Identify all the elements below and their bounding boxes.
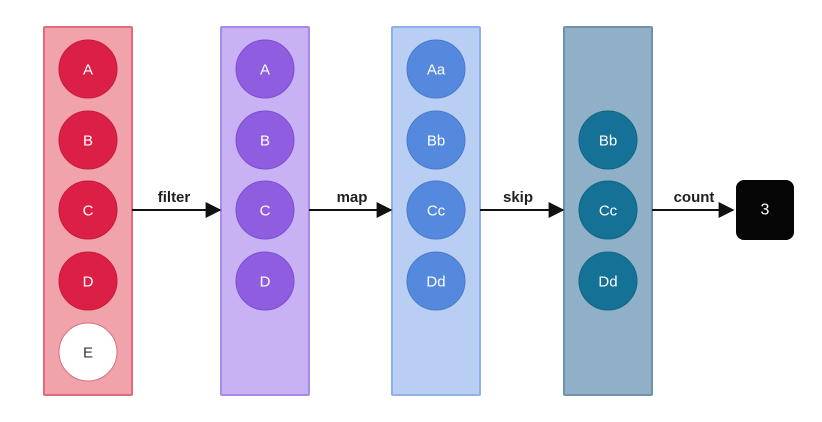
source-item-c: C xyxy=(58,180,118,240)
source-item-d: D xyxy=(58,251,118,311)
filter-result-circle-b xyxy=(235,110,295,170)
skip-arrow: skip xyxy=(480,189,565,218)
skip-result-item-bb: Bb xyxy=(578,110,638,170)
skip-result-item-cc: Cc xyxy=(578,180,638,240)
filter-result-item-a: A xyxy=(235,39,295,99)
filter-result-item-d: D xyxy=(235,251,295,311)
map-result-circle-cc xyxy=(406,180,466,240)
filter-result-label-d: D xyxy=(260,274,271,291)
map-result-circle-aa xyxy=(406,39,466,99)
source-circle-b xyxy=(58,110,118,170)
count-result-value: 3 xyxy=(761,202,770,219)
map-result-circle-bb xyxy=(406,110,466,170)
source-circle-a xyxy=(58,39,118,99)
map-result-item-dd: Dd xyxy=(406,251,466,311)
skip-result-circle-cc xyxy=(578,180,638,240)
skip-result-label-dd: Dd xyxy=(598,274,617,291)
skip-result-circle-dd xyxy=(578,251,638,311)
map-label: map xyxy=(337,189,368,206)
skip-result-label-bb: Bb xyxy=(599,133,617,150)
skip-label: skip xyxy=(503,189,533,206)
filter-result-item-b: B xyxy=(235,110,295,170)
source-label-c: C xyxy=(83,203,94,220)
source-label-e: E xyxy=(83,345,93,362)
filter-result-circle-c xyxy=(235,180,295,240)
map-result-label-cc: Cc xyxy=(427,203,446,220)
skip-result-item-dd: Dd xyxy=(578,251,638,311)
map-result-item-bb: Bb xyxy=(406,110,466,170)
source-circle-c xyxy=(58,180,118,240)
source-label-a: A xyxy=(83,62,93,79)
map-result-label-bb: Bb xyxy=(427,133,445,150)
source-label-d: D xyxy=(83,274,94,291)
count-result-box xyxy=(736,180,794,240)
filter-arrow: filter xyxy=(132,189,222,218)
count-arrow: count xyxy=(652,189,735,218)
map-result-label-dd: Dd xyxy=(426,274,445,291)
source-label-b: B xyxy=(83,133,93,150)
source-circle-d xyxy=(58,251,118,311)
skip-result-label-cc: Cc xyxy=(599,203,618,220)
filter-result-item-c: C xyxy=(235,180,295,240)
skip-result-circle-bb xyxy=(578,110,638,170)
count-label: count xyxy=(674,189,715,206)
filter-result-label-c: C xyxy=(260,203,271,220)
count-result: 3 xyxy=(736,180,794,240)
filter-result-label-b: B xyxy=(260,133,270,150)
map-arrow: map xyxy=(309,189,393,218)
map-result-label-aa: Aa xyxy=(427,62,446,79)
source-circle-e xyxy=(58,322,118,382)
source-item-b: B xyxy=(58,110,118,170)
filter-result-label-a: A xyxy=(260,62,270,79)
filter-result-circle-a xyxy=(235,39,295,99)
map-result-circle-dd xyxy=(406,251,466,311)
map-result-item-aa: Aa xyxy=(406,39,466,99)
source-item-e: E xyxy=(58,322,118,382)
source-item-a: A xyxy=(58,39,118,99)
filter-result-circle-d xyxy=(235,251,295,311)
map-result-item-cc: Cc xyxy=(406,180,466,240)
filter-label: filter xyxy=(158,189,191,206)
